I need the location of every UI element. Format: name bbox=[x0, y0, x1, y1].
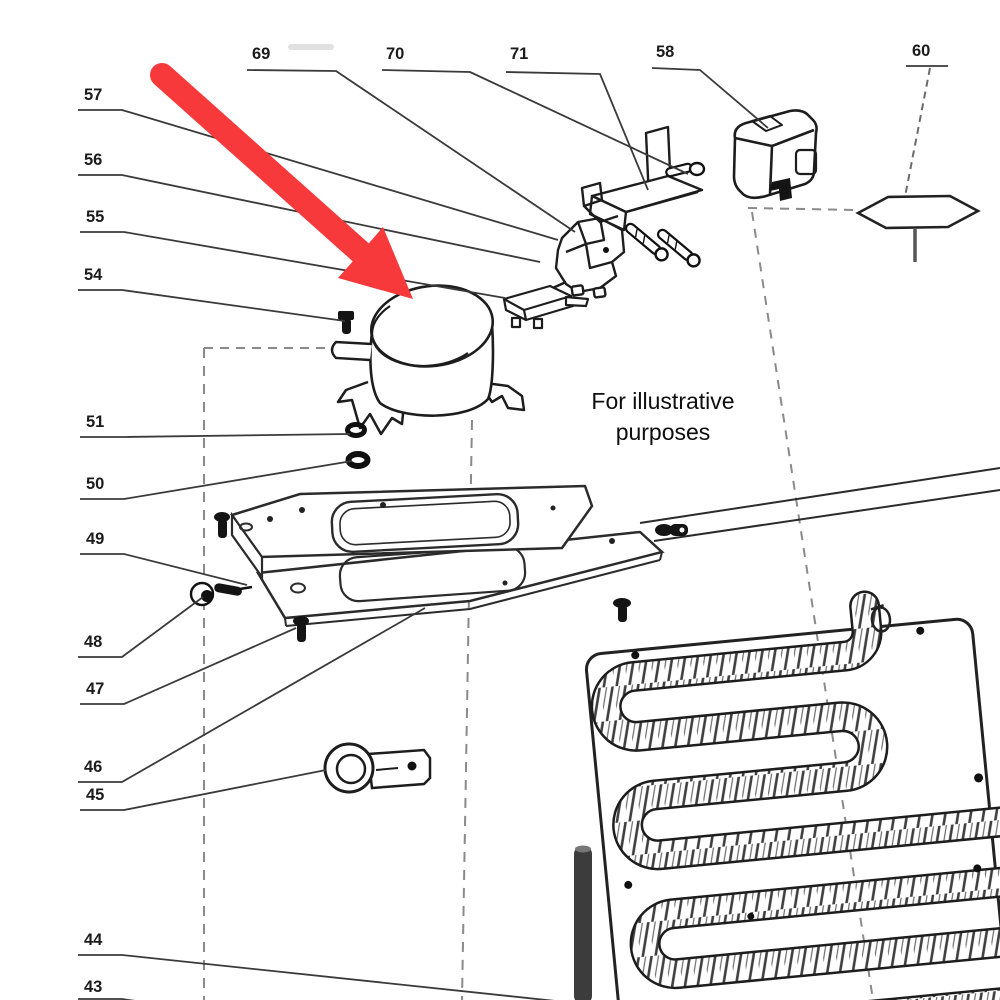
compressor bbox=[330, 284, 526, 436]
compressor-mounting-plates bbox=[230, 484, 665, 627]
cropped-artwork-smudge bbox=[288, 44, 334, 50]
note-line-2: purposes bbox=[615, 419, 711, 445]
part-callout: 71 bbox=[510, 45, 529, 63]
overload-relay-part bbox=[543, 216, 626, 299]
compressor-tube-stub bbox=[330, 340, 373, 362]
condenser-coil bbox=[584, 590, 1000, 1000]
part-callout: 56 bbox=[84, 151, 103, 169]
condenser-frame-holes bbox=[624, 626, 984, 920]
screw-54 bbox=[338, 311, 354, 334]
part-callout: 55 bbox=[86, 208, 105, 226]
part-callout: 51 bbox=[86, 413, 105, 431]
highlight-arrow bbox=[150, 63, 413, 299]
part-callout: 43 bbox=[84, 978, 103, 996]
part-callout: 46 bbox=[84, 758, 103, 776]
mounting-rail-lines bbox=[639, 467, 1000, 542]
condenser-inlet-hook bbox=[870, 603, 892, 633]
drier-tube bbox=[574, 845, 592, 1000]
relay-bracket bbox=[580, 125, 704, 232]
part-callout: 44 bbox=[84, 931, 103, 949]
part-callout: 70 bbox=[386, 45, 405, 63]
bracket-screws bbox=[624, 161, 706, 268]
note-line-1: For illustrative bbox=[591, 388, 735, 414]
part-callout: 45 bbox=[86, 786, 105, 804]
part-callout: 48 bbox=[84, 633, 103, 651]
part-callout: 57 bbox=[84, 86, 103, 104]
relay-cover-box bbox=[732, 109, 818, 201]
tube-clamp bbox=[323, 742, 432, 794]
terminal-plug bbox=[502, 284, 590, 330]
illustrative-note: For illustrative purposes bbox=[553, 386, 773, 448]
ground-clip bbox=[189, 581, 253, 607]
part-callout: 49 bbox=[86, 530, 105, 548]
part-callout: 47 bbox=[86, 680, 105, 698]
part-callout: 50 bbox=[86, 475, 105, 493]
hexagon-symbol bbox=[855, 194, 981, 262]
part-callout: 54 bbox=[84, 266, 103, 284]
part-callout: 60 bbox=[912, 42, 931, 60]
grommet-and-nut bbox=[345, 422, 371, 469]
mounting-bolts bbox=[214, 512, 688, 642]
part-callout: 69 bbox=[252, 45, 271, 63]
part-callout: 58 bbox=[656, 43, 675, 61]
